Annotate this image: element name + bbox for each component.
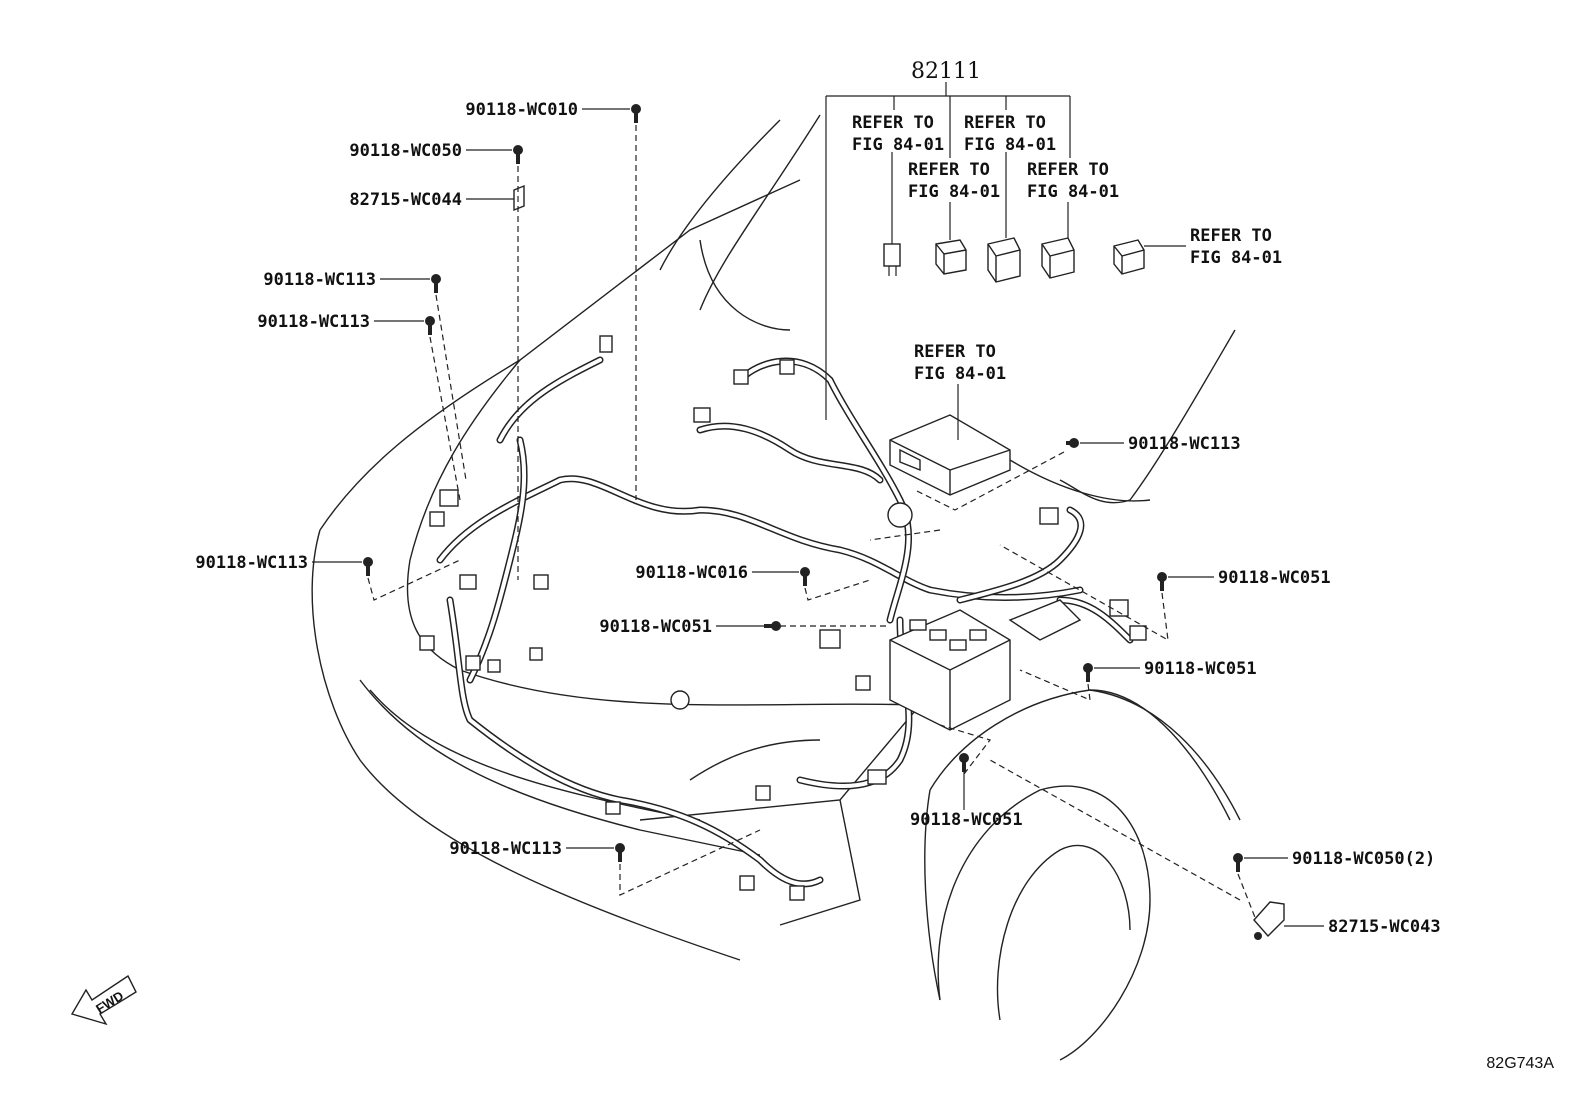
vehicle-body-outline [311, 114, 1241, 1061]
part-label-90118-wc051: 90118-WC051 [1144, 659, 1257, 679]
engine-room-junction-block [889, 599, 1082, 731]
bolt-icon [363, 557, 373, 576]
refer-note-line: FIG 84-01 [1027, 182, 1119, 202]
part-label-82715-wc043: 82715-WC043 [1328, 917, 1441, 937]
bolt-icon [513, 145, 523, 164]
part-label-90118-wc113: 90118-WC113 [195, 553, 308, 573]
forward-direction-arrow: FWD [70, 974, 137, 1026]
refer-note-5: REFER TO FIG 84-01 [1190, 226, 1282, 268]
relay-part-4 [1113, 239, 1145, 275]
refer-note-line: REFER TO [1027, 160, 1109, 180]
refer-note-line: FIG 84-01 [1190, 248, 1282, 268]
part-label-90118-wc010: 90118-WC010 [465, 100, 578, 120]
refer-note-line: REFER TO [964, 113, 1046, 133]
refer-note-line: FIG 84-01 [964, 135, 1056, 155]
bolt-icon [800, 567, 810, 586]
relay-part-2 [987, 237, 1021, 283]
part-label-90118-wc113: 90118-WC113 [449, 839, 562, 859]
refer-note-1: REFER TO FIG 84-01 [852, 113, 944, 155]
harness-connectors [419, 335, 1147, 901]
part-label-90118-wc113: 90118-WC113 [1128, 434, 1241, 454]
bolt-icon [1083, 663, 1093, 682]
part-label-90118-wc051: 90118-WC051 [910, 810, 1023, 830]
refer-note-line: FIG 84-01 [908, 182, 1000, 202]
bolt-icon [615, 843, 625, 862]
part-label-90118-wc050: 90118-WC050 [349, 141, 462, 161]
figure-code: 82G743A [1486, 1055, 1554, 1072]
part-label-90118-wc113: 90118-WC113 [263, 270, 376, 290]
refer-note-4: REFER TO FIG 84-01 [1027, 160, 1119, 202]
fuse-part [883, 243, 901, 276]
bolt-icon [431, 274, 441, 293]
part-label-82715-wc044: 82715-WC044 [349, 190, 462, 210]
bolt-icon [959, 753, 969, 772]
assembly-number: 82111 [911, 59, 981, 84]
refer-note-line: REFER TO [1190, 226, 1272, 246]
part-label-90118-wc113: 90118-WC113 [257, 312, 370, 332]
bolt-icon [1157, 572, 1167, 591]
refer-note-3: REFER TO FIG 84-01 [908, 160, 1000, 202]
relay-part-1 [935, 239, 967, 275]
bolt-icon [1066, 438, 1079, 448]
part-label-90118-wc016: 90118-WC016 [635, 563, 748, 583]
part-label-90118-wc050-2: 90118-WC050(2) [1292, 849, 1435, 869]
refer-note-line: REFER TO [914, 342, 996, 362]
refer-note-6: REFER TO FIG 84-01 [914, 342, 1006, 384]
relay-block-cover [889, 414, 1011, 496]
refer-note-2: REFER TO FIG 84-01 [964, 113, 1056, 155]
bolt-icon [764, 621, 781, 631]
bracket-82715-wc043 [1253, 901, 1285, 940]
part-label-90118-wc051: 90118-WC051 [1218, 568, 1331, 588]
bolt-icons [363, 104, 1243, 872]
relay-part-3 [1041, 237, 1075, 279]
refer-note-line: FIG 84-01 [914, 364, 1006, 384]
bolt-icon [1233, 853, 1243, 872]
refer-note-line: REFER TO [908, 160, 990, 180]
part-label-90118-wc051: 90118-WC051 [599, 617, 712, 637]
bracket-82715-wc044 [513, 184, 525, 212]
installation-dash-lines [367, 125, 1257, 921]
bolt-icon [425, 316, 435, 335]
leader-lines [312, 82, 1324, 927]
refer-note-line: FIG 84-01 [852, 135, 944, 155]
refer-note-line: REFER TO [852, 113, 934, 133]
bolt-icon [631, 104, 641, 123]
